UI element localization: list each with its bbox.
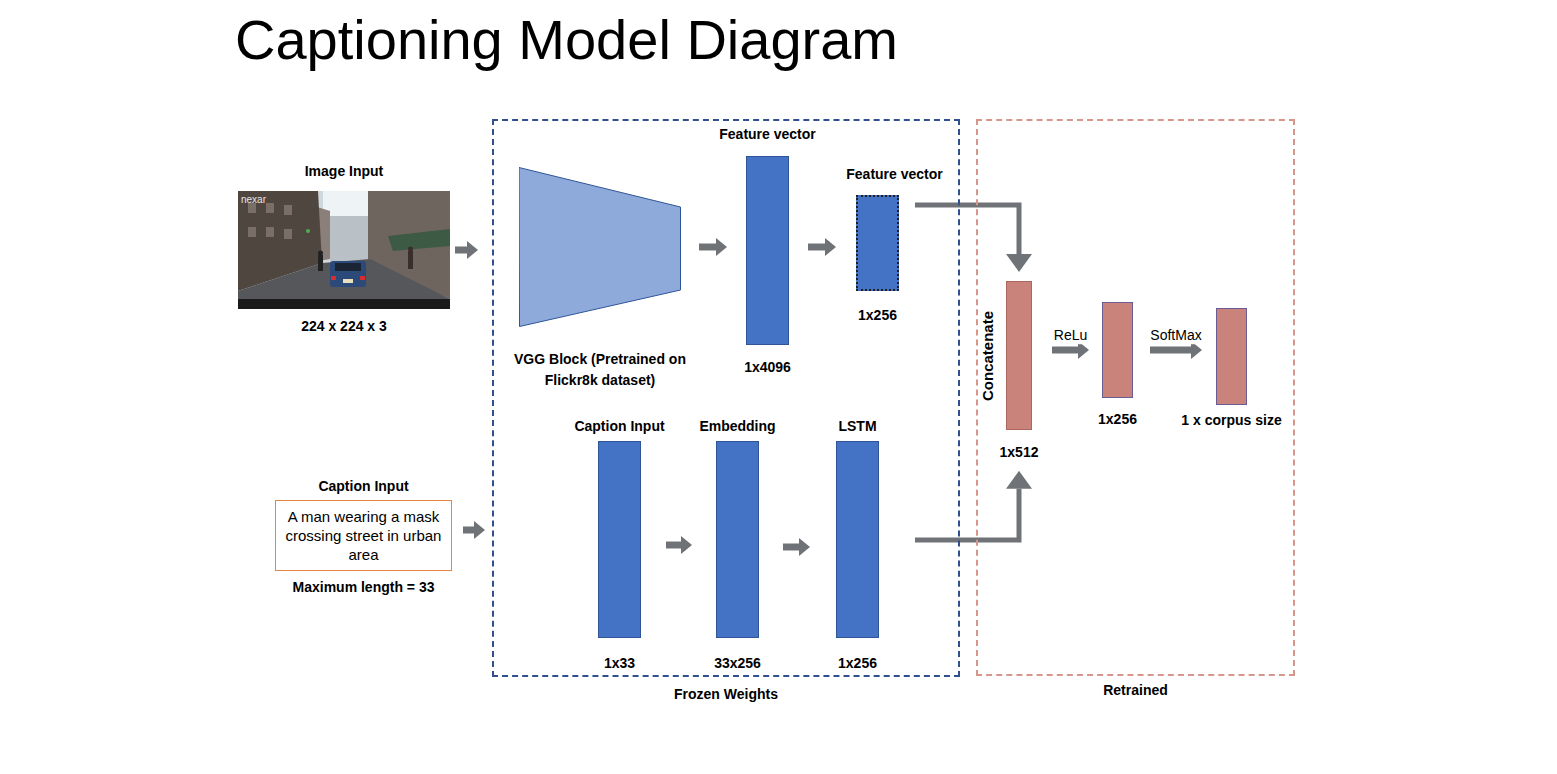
connector-arrow	[1052, 347, 1078, 354]
vgg-trapezoid-shape	[519, 168, 681, 327]
node-label: 33x256	[714, 655, 761, 672]
photo-pedestrian	[318, 255, 323, 271]
photo-pedestrian-head	[408, 247, 413, 252]
node-label: 1x33	[604, 655, 635, 672]
connector-arrow	[1150, 347, 1191, 354]
connector-arrow	[915, 205, 1019, 254]
connector-arrow	[915, 489, 1019, 540]
street-photo	[238, 191, 450, 309]
node-label: Caption Input	[574, 418, 664, 435]
node-label: 1x4096	[744, 359, 791, 376]
photo-window	[266, 227, 274, 237]
connector-arrow	[808, 244, 825, 251]
photo-pedestrian-head	[318, 251, 323, 256]
concatenate-layer: Concatenate1x512	[994, 281, 1044, 461]
watermark-text: nexar	[241, 195, 266, 205]
concatenate-bar	[1006, 281, 1032, 430]
embedding-bar: Embedding33x256	[716, 441, 759, 638]
lstm-bar: LSTM1x256	[836, 441, 879, 638]
node-label: LSTM	[838, 418, 876, 435]
photo-road	[238, 259, 450, 309]
node-label: 1x512	[994, 444, 1044, 461]
relu-output-bar: 1x256	[1102, 302, 1133, 398]
caption-text: A man wearing a mask crossing street in …	[276, 501, 451, 570]
photo-window	[284, 205, 292, 215]
node-label: VGG Block (Pretrained on Flickr8k datase…	[500, 349, 700, 391]
connector-arrow	[699, 244, 716, 251]
node-label: Caption Input	[318, 478, 408, 495]
node-label: 1x256	[858, 307, 897, 324]
connector-arrow	[783, 544, 799, 551]
node-label: Concatenate	[979, 310, 997, 400]
node-label: 1x256	[1098, 411, 1137, 428]
feature-vector-bar: Feature vector1x256	[856, 195, 899, 291]
photo-dashboard	[238, 299, 450, 309]
photo-plate	[343, 279, 353, 283]
edge-label: ReLu	[1052, 327, 1089, 344]
photo-window	[284, 229, 292, 239]
photo-traffic-light	[306, 229, 310, 233]
connector-arrow	[455, 247, 467, 254]
edge-label: SoftMax	[1148, 327, 1203, 344]
node-label: Feature vector	[846, 166, 942, 183]
caption-input-bar: Caption Input1x33	[598, 441, 641, 638]
node-label: 1 x corpus size	[1181, 412, 1281, 429]
node-label: Embedding	[699, 418, 775, 435]
photo-sky	[238, 191, 450, 309]
photo-window	[266, 203, 274, 213]
node-label: 224 x 224 x 3	[301, 318, 387, 335]
frozen-weights-group: Frozen WeightsVGG Block (Pretrained on F…	[492, 119, 960, 677]
node-label: Frozen Weights	[674, 686, 778, 703]
vgg-trapezoid	[519, 167, 681, 327]
photo-pedestrian	[408, 251, 413, 269]
photo-window	[248, 227, 256, 237]
node-label: Maximum length = 33	[293, 579, 435, 596]
node-label: Retrained	[1103, 682, 1168, 699]
retrained-group: RetrainedConcatenate1x5121x2561 x corpus…	[976, 119, 1295, 676]
photo-car-window	[335, 263, 361, 271]
photo-car	[330, 261, 366, 287]
photo-taillight	[331, 276, 336, 280]
photo-awning	[388, 229, 450, 251]
connector-arrow	[666, 542, 681, 549]
caption-input-box: Caption InputA man wearing a mask crossi…	[275, 500, 452, 571]
feature-vector-bar: Feature vector1x4096	[746, 156, 789, 345]
connector-arrow	[463, 527, 474, 534]
node-label: 1x256	[838, 655, 877, 672]
diagram-title: Captioning Model Diagram	[235, 12, 898, 68]
photo-taillight	[360, 276, 365, 280]
node-label: Image Input	[305, 163, 384, 180]
photo-far-building	[330, 216, 368, 261]
image-input: Image Input224 x 224 x 3	[238, 191, 450, 309]
softmax-output-bar: 1 x corpus size	[1216, 308, 1247, 405]
photo-window	[248, 203, 256, 213]
node-label: Feature vector	[719, 126, 815, 143]
vgg-block: VGG Block (Pretrained on Flickr8k datase…	[519, 167, 681, 327]
